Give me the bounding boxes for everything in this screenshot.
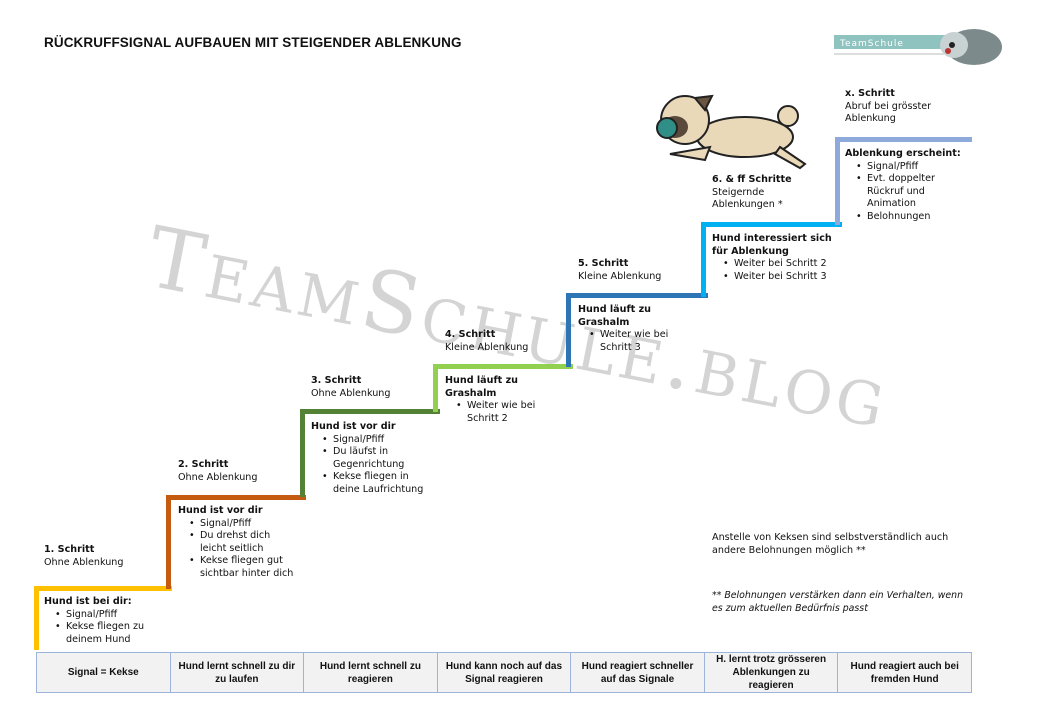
teamschule-logo: TeamSchule: [834, 27, 1002, 67]
content-title: Hund interessiert sich für Ablenkung: [712, 233, 832, 257]
step-heading: 2. Schritt: [178, 459, 229, 470]
table-cell: Hund reagiert schneller auf das Signale: [570, 652, 705, 693]
step-sub: Ohne Ablenkung: [44, 556, 124, 568]
content-title: Ablenkung erscheint:: [845, 148, 961, 159]
step-1-horizontal-line: [34, 586, 172, 591]
bullet: Belohnungen: [856, 211, 965, 224]
step-sub: Ohne Ablenkung: [311, 387, 391, 399]
step-sub: Abruf bei grösster Ablenkung: [845, 100, 932, 125]
step-2-content: Hund ist vor dirSignal/PfiffDu drehst di…: [178, 505, 303, 581]
bullet: Signal/Pfiff: [55, 609, 164, 622]
bullet: Kekse fliegen in deine Laufrichtung: [322, 471, 436, 496]
table-cell: Hund lernt schnell zu reagieren: [303, 652, 438, 693]
step-6-vertical-line: [701, 222, 706, 297]
step-6-content: Hund interessiert sich für AblenkungWeit…: [712, 233, 832, 283]
bullet: Kekse fliegen zu deinem Hund: [55, 621, 146, 646]
step-heading: 3. Schritt: [311, 375, 362, 386]
step-heading: 1. Schritt: [44, 544, 95, 555]
step-1-content: Hund ist bei dir: Signal/PfiffKekse flieg…: [44, 596, 164, 646]
step-2-vertical-line: [166, 495, 171, 589]
step-7-content: Ablenkung erscheint: Signal/PfiffEvt. dop…: [845, 148, 965, 224]
table-cell: H. lernt trotz grösseren Ablenkungen zu …: [703, 652, 839, 693]
step-4-horizontal-line: [433, 364, 573, 369]
bullet: Evt. doppelter Rückruf und Animation: [856, 173, 947, 211]
table-row: Signal = Kekse Hund lernt schnell zu dir…: [36, 652, 972, 693]
bullet: Du drehst dich leicht seitlich: [189, 530, 280, 555]
page-title: RÜCKRUFFSIGNAL AUFBAUEN MIT STEIGENDER A…: [44, 35, 462, 50]
step-heading: 6. & ff Schritte: [712, 174, 792, 185]
pug-illustration: [650, 92, 810, 172]
rewards-note: Anstelle von Keksen sind selbstverständl…: [712, 532, 949, 556]
logo-text: TeamSchule: [839, 39, 904, 49]
step-1-vertical-line: [34, 588, 39, 650]
bullet: Signal/Pfiff: [189, 518, 303, 531]
step-3-vertical-line: [300, 409, 305, 497]
content-title: Hund läuft zu Grashalm: [445, 375, 519, 399]
step-4-content: Hund läuft zu GrashalmWeiter wie bei Sch…: [445, 375, 570, 425]
bullet: Signal/Pfiff: [322, 434, 436, 447]
table-cell: Hund kann noch auf das Signal reagieren: [436, 652, 572, 693]
step-4-vertical-line: [433, 364, 438, 412]
step-heading: 5. Schritt: [578, 258, 629, 269]
step-3-horizontal-line: [300, 409, 440, 414]
step-sub: Ohne Ablenkung: [178, 471, 258, 483]
bullet: Weiter bei Schritt 3: [723, 271, 832, 284]
step-6-horizontal-line: [701, 222, 842, 227]
step-5-content: Hund läuft zu GrashalmWeiter wie bei Sch…: [578, 304, 703, 354]
table-cell: Hund reagiert auch bei fremden Hund: [837, 652, 972, 693]
step-5-horizontal-line: [566, 293, 708, 298]
bullet: Weiter bei Schritt 2: [723, 258, 832, 271]
step-7-horizontal-line: [835, 137, 972, 142]
step-sub: Kleine Ablenkung: [445, 341, 529, 353]
step-3-content: Hund ist vor dirSignal/PfiffDu läufst in…: [311, 421, 436, 497]
outcome-table: Signal = Kekse Hund lernt schnell zu dir…: [36, 652, 972, 693]
step-sub: Steigernde Ablenkungen *: [712, 186, 783, 211]
content-title: Hund läuft zu Grashalm: [578, 304, 652, 328]
bullet: Kekse fliegen gut sichtbar hinter dich: [189, 555, 303, 580]
content-title: Hund ist bei dir:: [44, 596, 132, 607]
bullet: Du läufst in Gegenrichtung: [322, 446, 413, 471]
step-heading: x. Schritt: [845, 88, 895, 99]
table-cell: Signal = Kekse: [36, 652, 171, 693]
bullet: Weiter wie bei Schritt 3: [589, 329, 680, 354]
content-title: Hund ist vor dir: [178, 505, 263, 516]
bullet: Signal/Pfiff: [856, 161, 965, 174]
step-5-vertical-line: [566, 293, 571, 367]
content-title: Hund ist vor dir: [311, 421, 396, 432]
footnote: ** Belohnungen verstärken dann ein Verha…: [712, 590, 964, 614]
bullet: Weiter wie bei Schritt 2: [456, 400, 547, 425]
step-2-horizontal-line: [166, 495, 306, 500]
step-heading: 4. Schritt: [445, 329, 496, 340]
step-sub: Kleine Ablenkung: [578, 270, 662, 282]
step-7-vertical-line: [835, 137, 840, 225]
table-cell: Hund lernt schnell zu dir zu laufen: [169, 652, 305, 693]
